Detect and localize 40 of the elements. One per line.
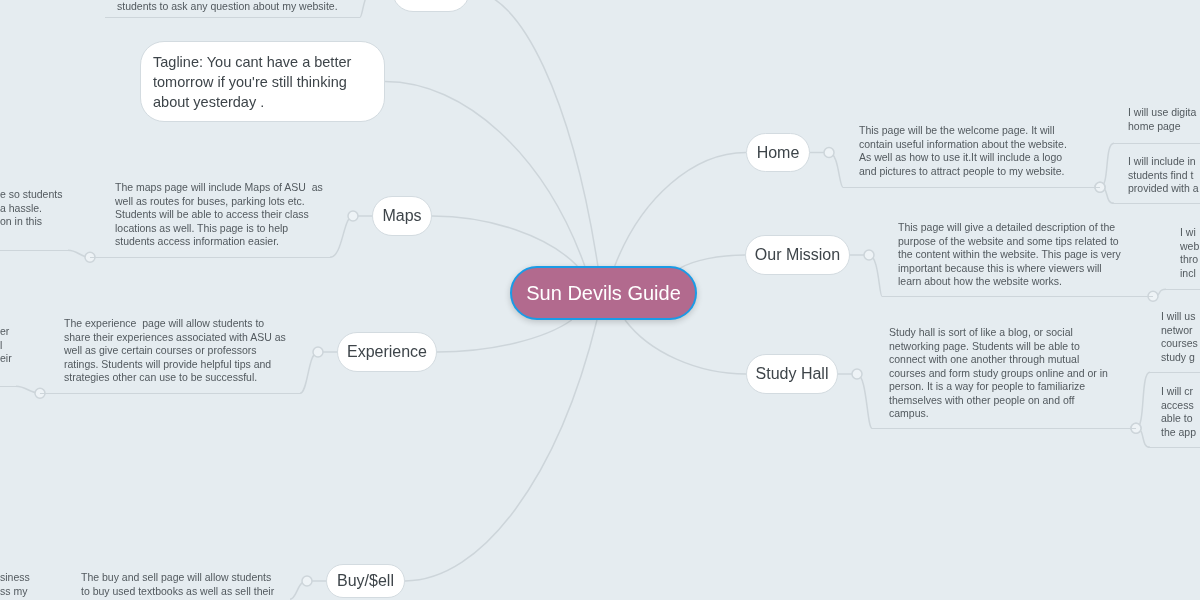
connector-line	[404, 319, 598, 582]
subtopic-text: I will us networ courses study g	[1150, 305, 1200, 373]
subtopic-text: students to ask any question about my website.	[105, 0, 360, 18]
subtopic-text: er l eir	[0, 325, 16, 387]
connector-line	[624, 319, 747, 375]
connector-line	[431, 215, 579, 267]
subtopic-text: The maps page will include Maps of ASU as well as routes for buses, parking lots etc. Students will be able to access their class locations as well. This page is to help students access information easier.	[90, 180, 330, 258]
connector-line	[849, 254, 883, 297]
central-topic: Sun Devils Guide	[510, 266, 697, 320]
connector-line	[15, 385, 46, 399]
connector-line	[329, 215, 373, 258]
connector-line	[436, 319, 573, 353]
connector-line	[837, 373, 873, 429]
subtopic-text: I will use digita home page	[1114, 100, 1200, 144]
subtopic-text: This page will be the welcome page. It will contain useful information about the website. As well as how to use it.It will include a logo and pictures to attract people to my website.	[843, 120, 1100, 188]
connector-line	[1094, 181, 1115, 204]
connector-line	[809, 151, 844, 188]
connector-line	[289, 580, 327, 600]
connector-line	[299, 351, 338, 394]
subtopic-text: This page will give a detailed description of the purpose of the website and some tips related to the content within the website. This page is very important because this is where viewers will learn about how the website works.	[882, 218, 1153, 297]
topic-node: Experience	[337, 332, 437, 372]
connector-line	[67, 249, 96, 263]
connector-line	[613, 151, 747, 267]
subtopic-text: Study hall is sort of like a blog, or social networking page. Students will be able to connect with one another through mutual courses and form study groups online and or in person. It is a way for people to familiarize themselves with other people on and off campus.	[872, 322, 1136, 429]
topic-node: Home	[746, 133, 810, 172]
subtopic-text: I will include in students find t provided with a	[1114, 150, 1200, 204]
subtopic-text: The buy and sell page will allow students to buy used textbooks as well as sell their	[70, 570, 290, 600]
connector-line	[384, 80, 586, 267]
subtopic-text: The experience page will allow students to share their experiences associated with ASU as well as give certain courses or professors ratings. Students will provide helpful tips and strategies other can use to be successful.	[40, 316, 300, 394]
topic-node: Buy/$ell	[326, 564, 405, 598]
subtopic-text: I wi web thro incl	[1166, 222, 1200, 290]
topic-node: Our Mission	[745, 235, 850, 275]
topic-node: Study Hall	[746, 354, 838, 394]
topic-node: Maps	[372, 196, 432, 236]
connector-line	[1130, 422, 1151, 448]
subtopic-text: I will cr access able to the app	[1150, 380, 1200, 448]
subtopic-text: siness ss my	[0, 571, 32, 600]
connector-line	[1147, 288, 1167, 302]
topic-node: Tagline: You cant have a better tomorrow if you're still thinking about yesterday .	[140, 41, 385, 122]
subtopic-text: e so students a hassle. on in this	[0, 188, 68, 251]
